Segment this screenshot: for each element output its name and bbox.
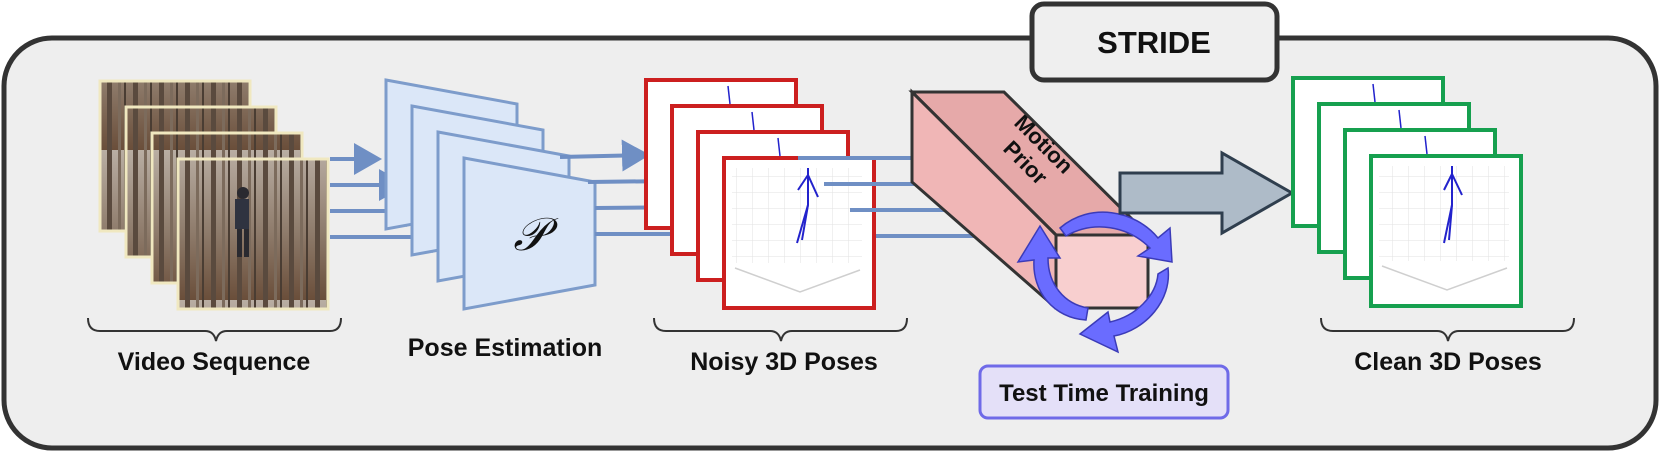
cycle-arrow-icon — [1058, 211, 1173, 263]
flow-arrow — [559, 139, 650, 172]
label-video-sequence: Video Sequence — [118, 348, 311, 376]
braces — [87, 317, 1575, 342]
cycle-arrow-icon — [1016, 224, 1089, 321]
estimator-layer — [462, 156, 597, 311]
video-frame — [176, 157, 330, 311]
plot-floor — [734, 267, 861, 293]
pose-estimator-stack — [384, 78, 597, 311]
brace-clean — [1320, 317, 1575, 342]
test-time-training-cycle — [1016, 211, 1173, 354]
motion-prior-block — [908, 88, 1152, 312]
skeleton — [1443, 166, 1463, 244]
brace-video — [87, 317, 342, 342]
prior-side-face — [1054, 233, 1150, 310]
test-time-training-box: Test Time Training — [978, 364, 1230, 420]
clean-pose-frames — [1291, 76, 1523, 308]
label-pose-estimation: Pose Estimation — [408, 334, 603, 362]
noisy-pose-frame — [722, 156, 876, 310]
clean-pose-frame — [1369, 154, 1523, 308]
plot-floor — [1381, 265, 1508, 291]
output-arrow-icon — [1118, 150, 1296, 236]
title-tab: STRIDE — [1029, 1, 1280, 83]
label-noisy-3d-poses: Noisy 3D Poses — [690, 348, 878, 376]
skeleton — [796, 168, 819, 244]
title-text: STRIDE — [1097, 25, 1211, 60]
video-frames — [98, 79, 330, 311]
cycle-arrow-icon — [1078, 266, 1170, 354]
brace-noisy — [653, 317, 908, 342]
skeleton-peek — [1372, 83, 1428, 155]
skeleton-peek — [727, 85, 781, 157]
label-clean-3d-poses: Clean 3D Poses — [1354, 348, 1542, 376]
person-figure — [235, 187, 249, 257]
plot-grid — [1379, 166, 1509, 261]
test-time-training-label: Test Time Training — [999, 380, 1209, 407]
